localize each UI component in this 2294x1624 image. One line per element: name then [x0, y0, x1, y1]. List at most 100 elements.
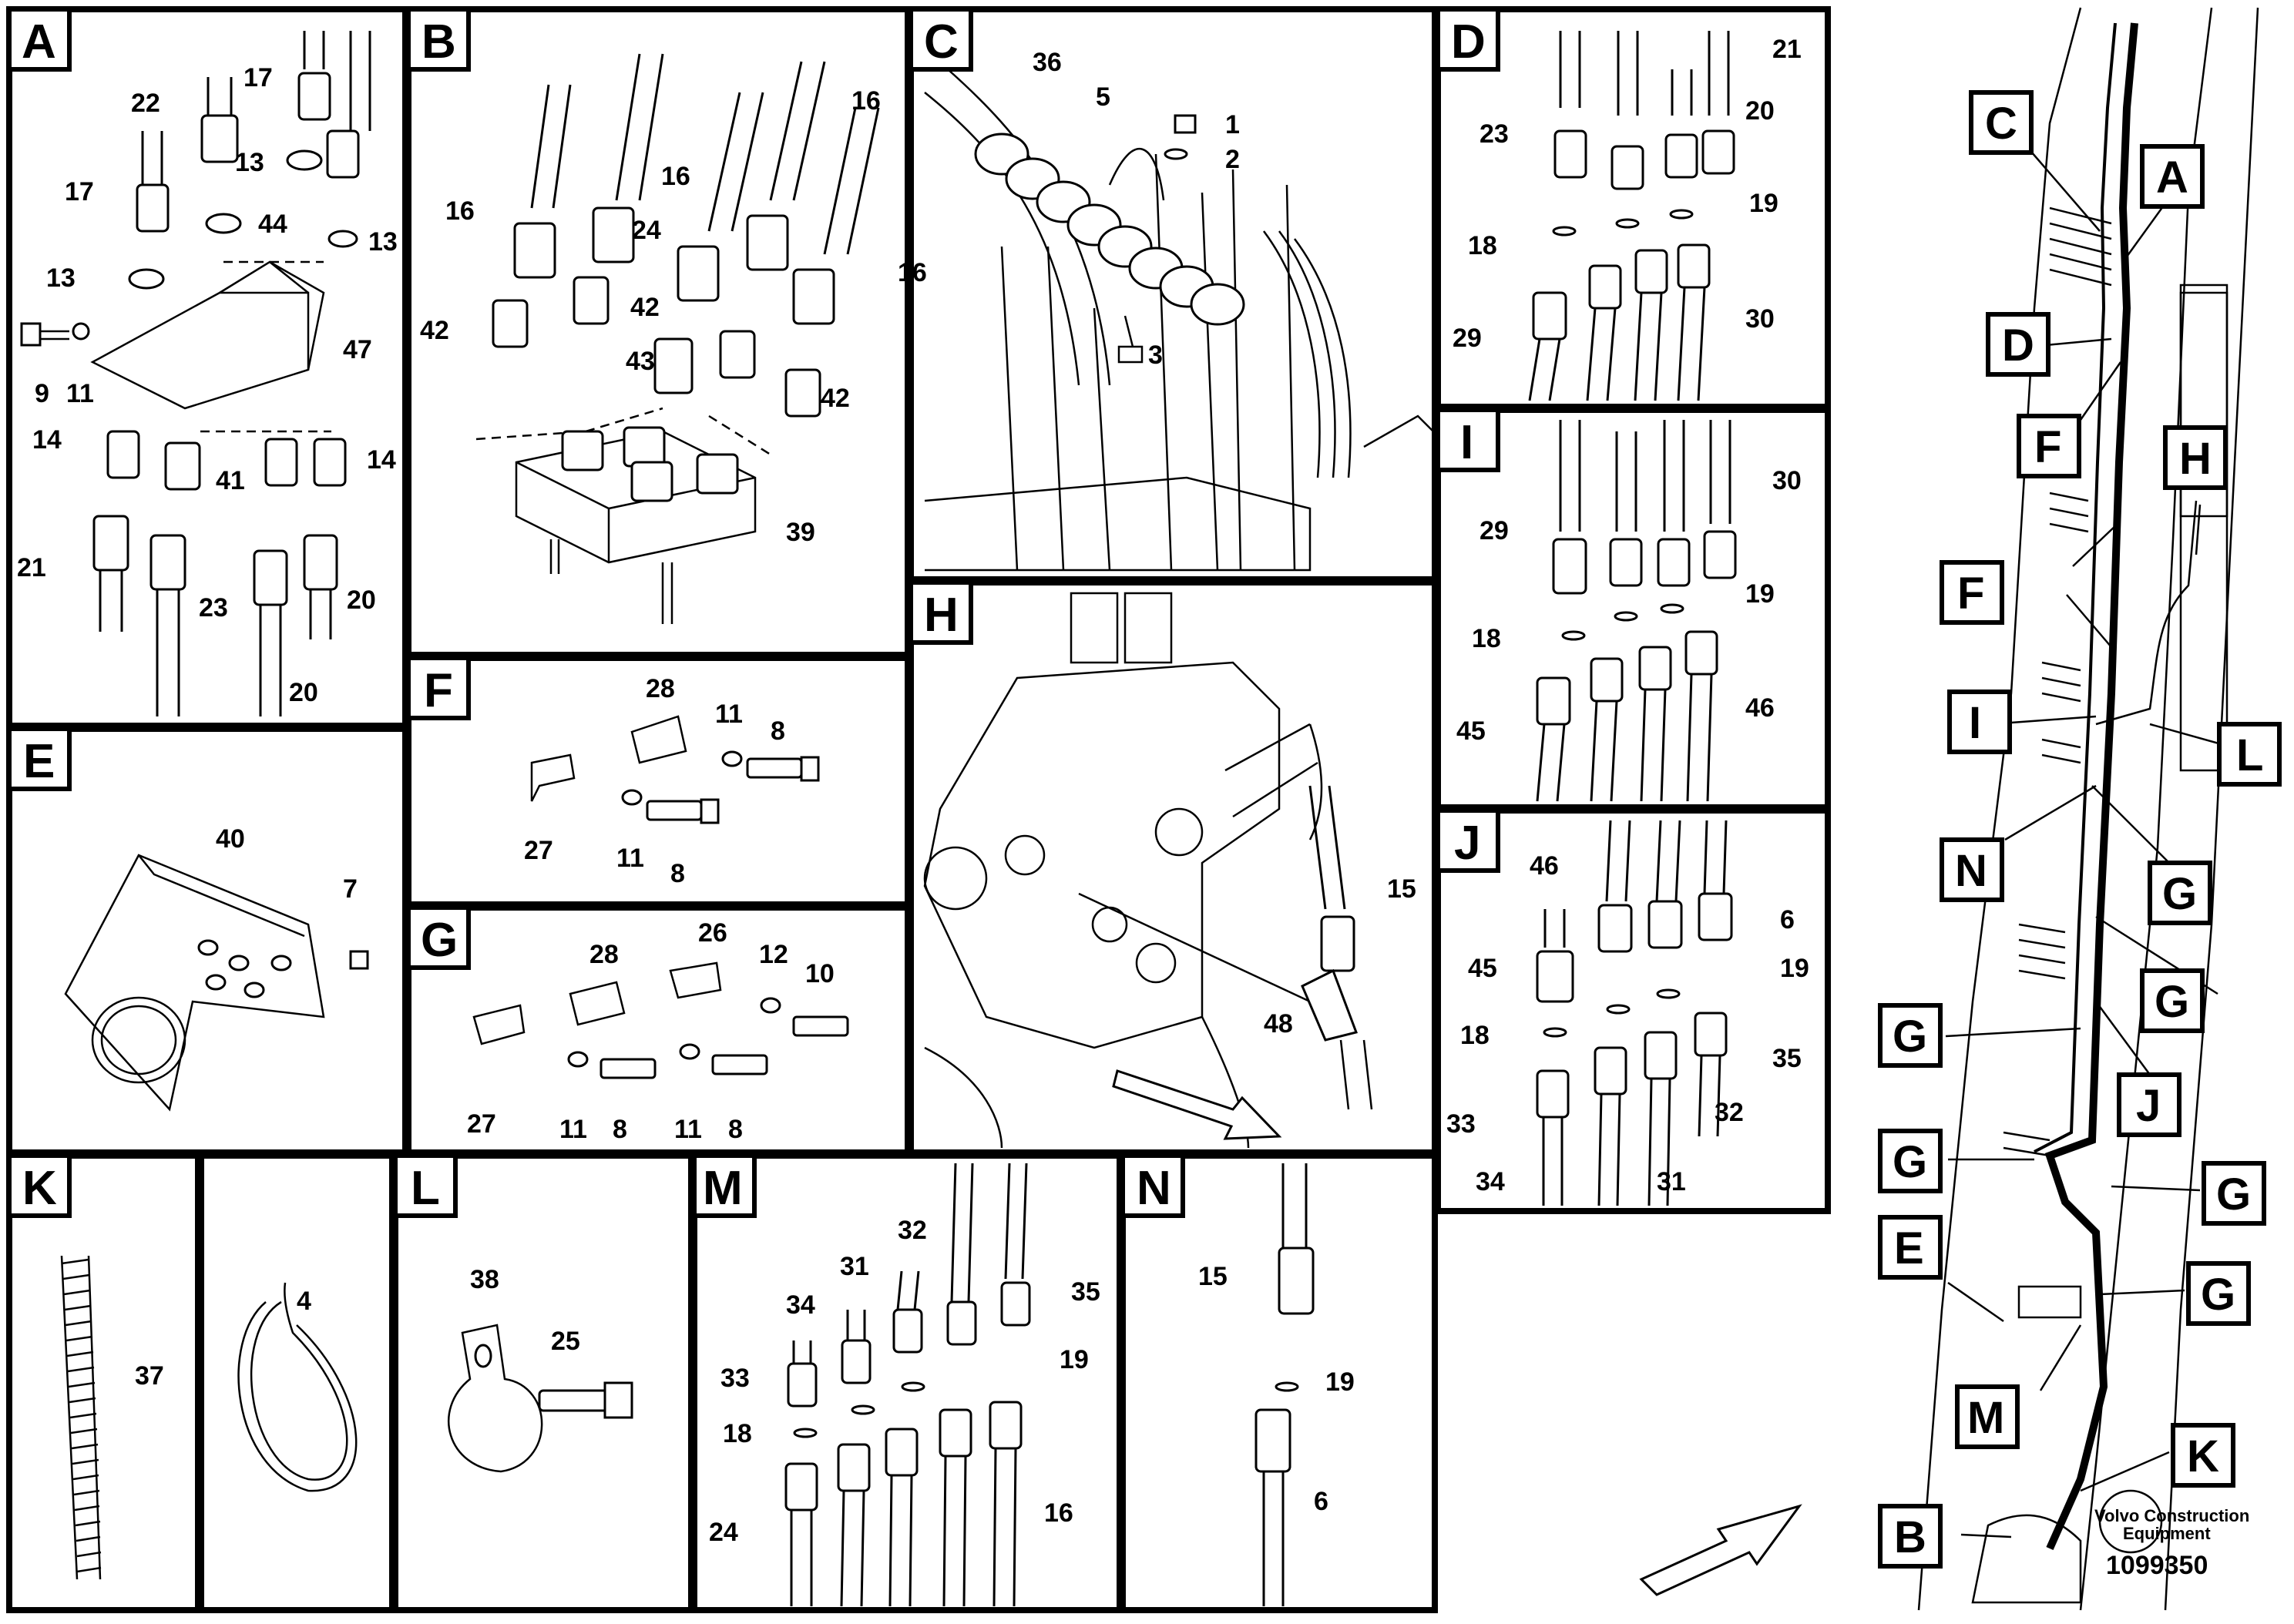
overview-callout-m: M	[1955, 1384, 2020, 1449]
svg-text:I: I	[1460, 416, 1473, 469]
panel-l-frame	[392, 1153, 694, 1613]
panel-tag-a: A	[7, 7, 72, 72]
svg-text:G: G	[421, 914, 458, 967]
svg-text:38: 38	[470, 1265, 499, 1294]
svg-text:J: J	[2136, 1081, 2161, 1131]
panel-f-drawing: 28 11 8 27 11 8	[524, 674, 820, 888]
svg-text:J: J	[1454, 817, 1480, 870]
svg-text:14: 14	[32, 425, 62, 455]
svg-text:23: 23	[1480, 119, 1509, 149]
svg-text:8: 8	[728, 1115, 743, 1144]
svg-text:B: B	[422, 15, 456, 69]
svg-text:N: N	[1955, 846, 1987, 896]
svg-text:11: 11	[616, 844, 644, 873]
panel-tag-j: J	[1436, 808, 1500, 873]
overview-callout-g-2: G	[2140, 968, 2205, 1033]
panel-k2-frame	[198, 1153, 395, 1613]
brand-line-1: Volvo Construction	[2094, 1506, 2249, 1525]
svg-text:22: 22	[131, 89, 160, 118]
svg-text:1: 1	[1225, 110, 1240, 139]
svg-text:35: 35	[1772, 1044, 1802, 1073]
svg-text:B: B	[1894, 1512, 1926, 1562]
svg-text:2: 2	[1225, 145, 1240, 174]
svg-text:8: 8	[613, 1115, 627, 1144]
svg-text:F: F	[2034, 422, 2061, 472]
panel-tag-g: G	[406, 905, 471, 970]
svg-text:19: 19	[1749, 189, 1778, 218]
panel-tag-m: M	[692, 1153, 757, 1218]
svg-text:8: 8	[670, 859, 685, 888]
svg-text:42: 42	[821, 384, 850, 413]
svg-text:37: 37	[135, 1361, 164, 1391]
svg-text:4: 4	[297, 1287, 311, 1316]
svg-text:20: 20	[347, 586, 376, 615]
svg-text:9: 9	[35, 379, 49, 408]
spiral-wrap	[974, 133, 1245, 326]
svg-text:21: 21	[17, 553, 46, 582]
overview-callout-g-3: G	[1878, 1003, 1943, 1068]
document-number: 1099350	[2106, 1551, 2208, 1580]
panel-d-drawing: 21 23 20 19 18 29 30	[1453, 31, 1802, 401]
svg-text:27: 27	[467, 1109, 496, 1139]
svg-text:11: 11	[66, 379, 94, 408]
svg-text:18: 18	[1460, 1021, 1490, 1050]
panel-b-frame	[405, 6, 911, 658]
overview-callout-f-top: F	[2017, 414, 2081, 478]
svg-text:L: L	[2236, 730, 2263, 780]
svg-text:5: 5	[1096, 82, 1110, 112]
svg-text:I: I	[1969, 698, 1981, 748]
overview-callout-h: H	[2163, 425, 2228, 490]
panel-h-frame	[908, 579, 1438, 1156]
overview-callout-i: I	[1947, 690, 2012, 754]
svg-text:17: 17	[244, 63, 273, 92]
svg-text:16: 16	[661, 162, 690, 191]
svg-text:6: 6	[1314, 1487, 1328, 1516]
panel-j-drawing: 46 6 45 19 18 35 33 32 34 31	[1446, 820, 1809, 1206]
overview-callout-d: D	[1986, 312, 2050, 377]
brand-line-2: Equipment	[2123, 1524, 2211, 1543]
overview-callout-j: J	[2117, 1072, 2181, 1137]
svg-text:C: C	[1985, 99, 2017, 149]
svg-text:14: 14	[367, 445, 396, 475]
svg-text:G: G	[2162, 869, 2197, 919]
svg-text:L: L	[411, 1162, 440, 1215]
svg-text:3: 3	[1148, 341, 1163, 370]
svg-text:29: 29	[1453, 324, 1482, 353]
svg-text:A: A	[2156, 153, 2188, 203]
panel-k-drawing: 37	[60, 1255, 164, 1580]
svg-text:34: 34	[786, 1290, 815, 1320]
svg-text:20: 20	[289, 678, 318, 707]
svg-text:D: D	[2002, 320, 2034, 371]
svg-text:K: K	[2187, 1431, 2219, 1481]
panel-k2-drawing: 4	[237, 1282, 358, 1492]
svg-text:34: 34	[1476, 1167, 1505, 1196]
svg-text:29: 29	[1480, 516, 1509, 545]
svg-text:32: 32	[1715, 1098, 1744, 1127]
svg-text:46: 46	[1745, 693, 1775, 723]
svg-text:H: H	[924, 589, 959, 642]
svg-text:33: 33	[1446, 1109, 1476, 1139]
svg-text:16: 16	[851, 86, 881, 116]
overview-callout-g-5: G	[2202, 1161, 2266, 1226]
svg-text:44: 44	[258, 210, 287, 239]
panel-h-drawing: 15 48	[923, 592, 1416, 1149]
svg-text:16: 16	[445, 196, 475, 226]
svg-text:10: 10	[805, 959, 835, 988]
svg-text:16: 16	[1044, 1498, 1073, 1528]
svg-text:C: C	[924, 15, 959, 69]
svg-text:E: E	[1894, 1223, 1924, 1273]
overview-callout-e: E	[1878, 1215, 1943, 1280]
panel-l-drawing: 38 25	[448, 1265, 633, 1473]
svg-text:M: M	[1967, 1393, 2004, 1443]
svg-text:24: 24	[709, 1518, 738, 1547]
panel-n-drawing: 15 19 6	[1198, 1163, 1355, 1606]
svg-text:G: G	[1893, 1012, 1927, 1062]
overview-callout-g-1: G	[2148, 861, 2212, 925]
panel-a-drawing: 22 17 17 13 44 13 13 47 9 11 14 41 14 21…	[17, 31, 398, 716]
panel-m-drawing: 32 31 35 34 33 19 18 24 16	[709, 1163, 1100, 1607]
svg-text:17: 17	[65, 177, 94, 206]
overview-callout-l: L	[2217, 722, 2282, 787]
svg-text:32: 32	[898, 1216, 927, 1245]
panel-tag-c: C	[909, 7, 973, 72]
